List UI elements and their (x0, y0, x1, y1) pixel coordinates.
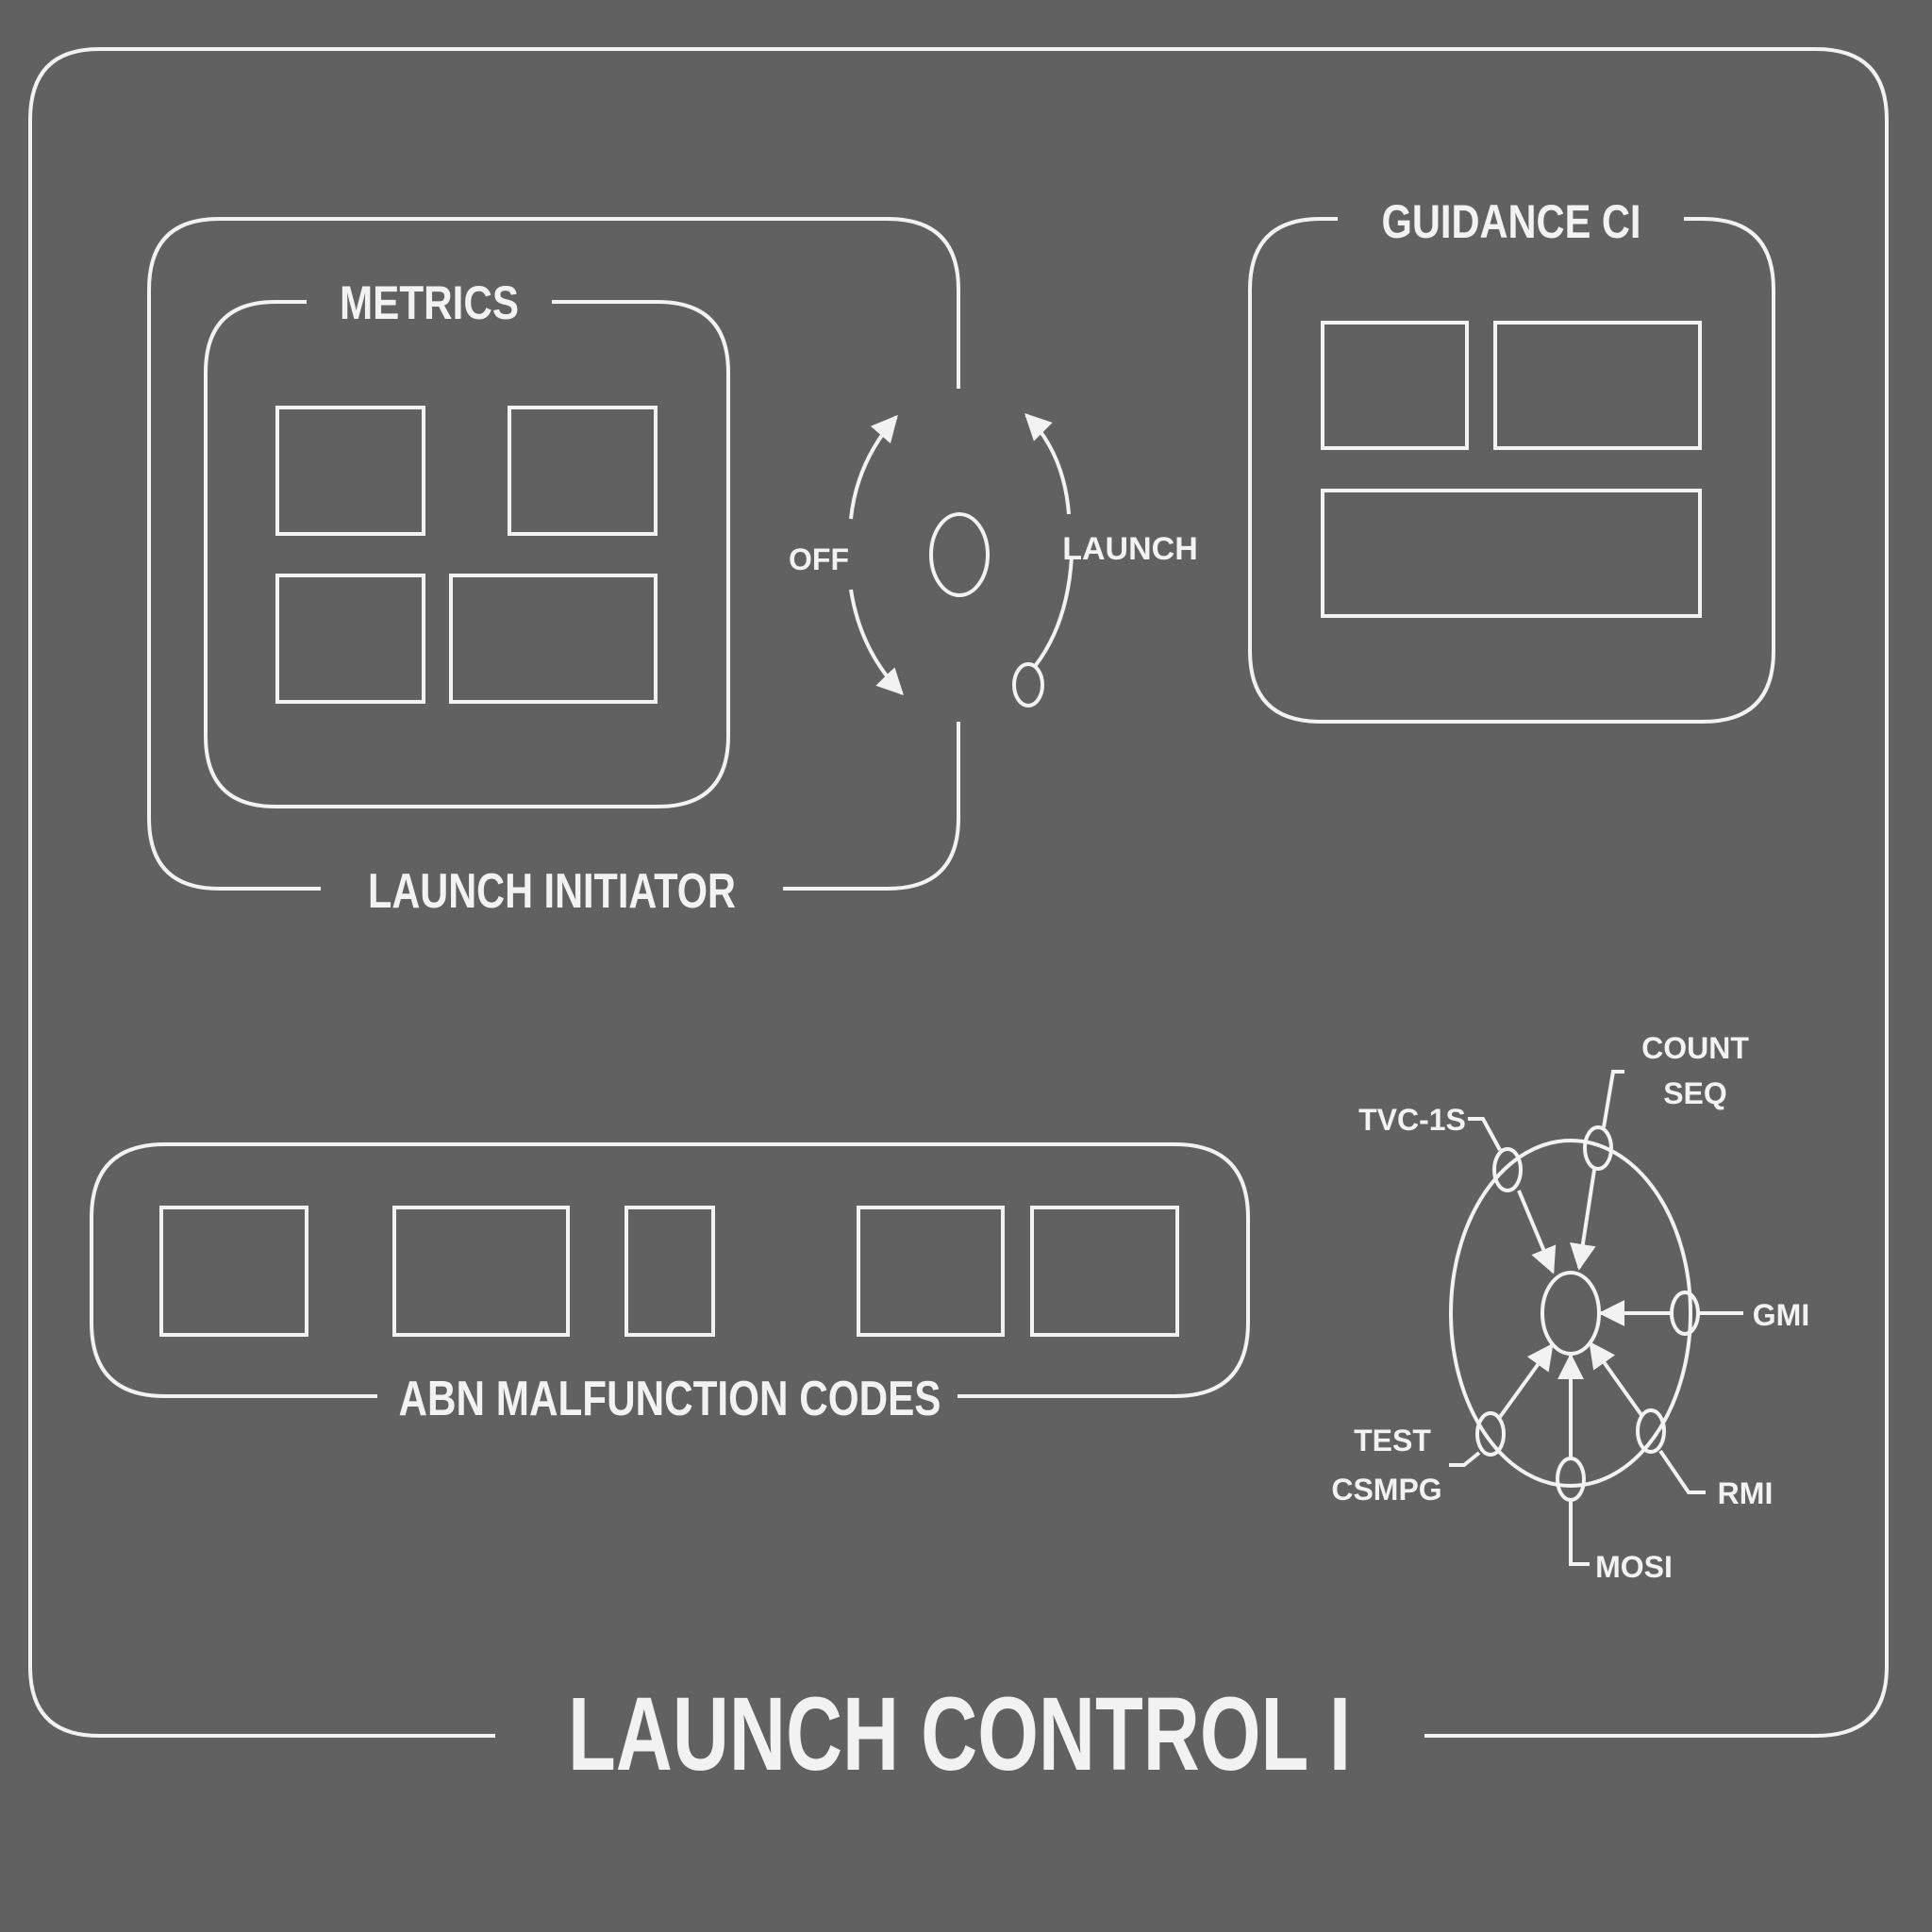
off-arrow-down-icon (849, 589, 904, 696)
count-seq-arrow-icon (1569, 1169, 1596, 1271)
selector-position-mosi[interactable] (1556, 1353, 1590, 1566)
off-arrow-up-icon (849, 414, 898, 520)
selector-position-rmi[interactable] (1589, 1341, 1706, 1494)
panel-title: LAUNCH CONTROL I (568, 1676, 1351, 1792)
malfunction-display-3 (625, 1206, 715, 1337)
launch-arrow-icon (1024, 413, 1071, 515)
metrics-display-4 (449, 574, 658, 704)
malfunction-label: ABN MALFUNCTION CODES (399, 1372, 941, 1426)
launch-initiator-label: LAUNCH INITIATOR (368, 864, 736, 919)
csmpg-test-contact (1475, 1411, 1506, 1457)
count-seq-leader (1602, 1070, 1624, 1128)
selector-position-tvc[interactable] (1468, 1117, 1557, 1274)
rmi-label: RMI (1718, 1476, 1774, 1510)
seq-label: SEQ (1663, 1076, 1727, 1110)
metrics-display-1 (275, 406, 425, 536)
outer-frame (28, 47, 1889, 1738)
csmpg-test-arrow-icon (1498, 1342, 1554, 1419)
gmi-label: GMI (1753, 1298, 1809, 1332)
metrics-display-2 (508, 406, 658, 536)
malfunction-display-4 (857, 1206, 1005, 1337)
selector-position-gmi[interactable] (1598, 1291, 1743, 1336)
mosi-label: MOSI (1595, 1550, 1673, 1584)
guidance-frame (1248, 217, 1775, 724)
metrics-frame (204, 300, 730, 808)
mosi-contact (1556, 1457, 1586, 1502)
selector-position-csmpg-test[interactable] (1449, 1342, 1554, 1467)
launch-label: LAUNCH (1062, 531, 1198, 567)
guidance-label: GUIDANCE CI (1382, 195, 1641, 248)
malfunction-display-5 (1030, 1206, 1179, 1337)
metrics-display-3 (275, 574, 425, 704)
malfunction-display-2 (392, 1206, 570, 1337)
off-label: OFF (789, 542, 849, 576)
launch-arc (1034, 556, 1074, 667)
malfunction-frame (90, 1142, 1250, 1398)
launch-initiator-frame (147, 217, 960, 891)
gmi-contact (1670, 1291, 1700, 1336)
tvc-leader (1468, 1117, 1502, 1151)
selector-ring (1449, 1139, 1692, 1488)
tvc-contact (1492, 1147, 1523, 1192)
count-seq-contact (1583, 1125, 1613, 1171)
guidance-display-2 (1493, 321, 1702, 450)
key-switch-indicator (1012, 662, 1044, 708)
selector-position-count-seq[interactable] (1569, 1070, 1624, 1271)
key-switch[interactable] (929, 512, 990, 597)
count-label: COUNT (1641, 1031, 1749, 1065)
guidance-display-1 (1321, 321, 1469, 450)
metrics-label: METRICS (340, 276, 519, 329)
rmi-contact (1636, 1408, 1666, 1454)
rmi-arrow-icon (1589, 1341, 1643, 1417)
selector-knob[interactable] (1541, 1271, 1601, 1356)
guidance-display-3 (1321, 489, 1702, 618)
mosi-leader (1569, 1500, 1590, 1566)
tvc-label: TVC-1S (1358, 1103, 1466, 1137)
rmi-leader (1658, 1449, 1706, 1494)
csmpg-test-leader (1449, 1451, 1481, 1467)
test-label: TEST (1354, 1424, 1431, 1457)
malfunction-display-1 (159, 1206, 308, 1337)
csmpg-label: CSMPG (1331, 1473, 1441, 1507)
tvc-arrow-icon (1517, 1190, 1557, 1274)
